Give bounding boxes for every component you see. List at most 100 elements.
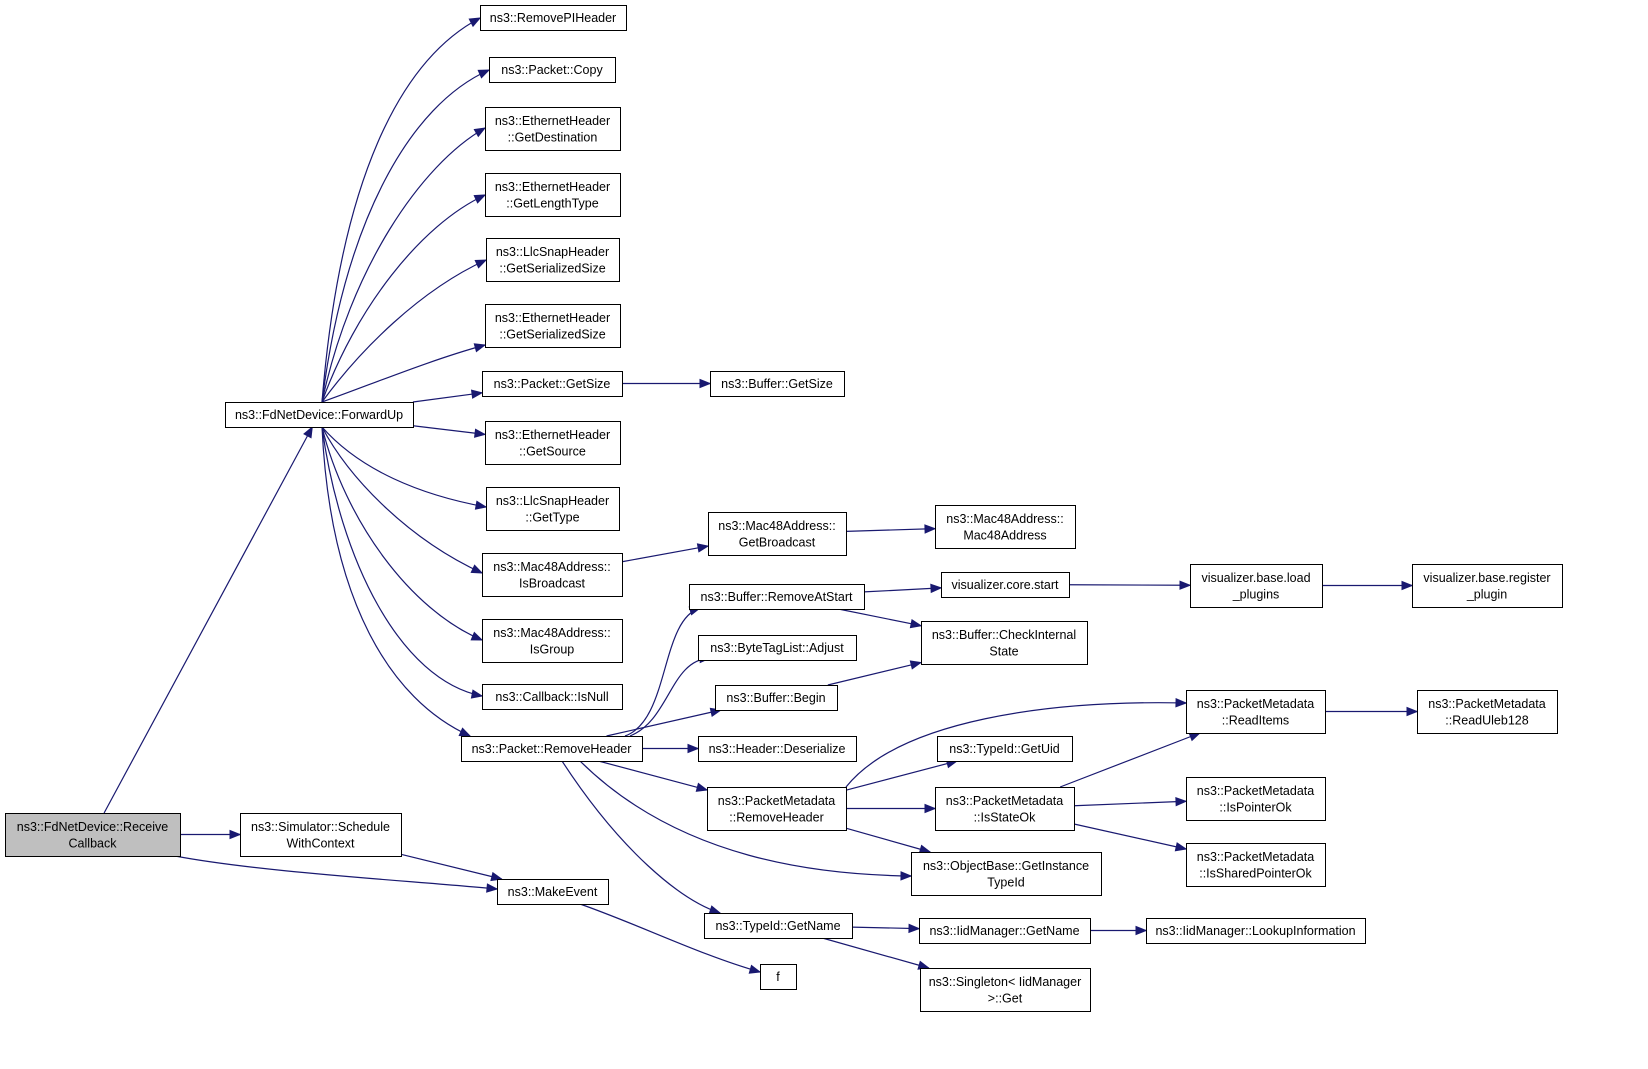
node-removeheader[interactable]: ns3::Packet::RemoveHeader [461, 736, 643, 762]
node-label: ns3::LlcSnapHeader [496, 245, 609, 259]
node-bufgetsize[interactable]: ns3::Buffer::GetSize [710, 371, 845, 397]
node-label: ns3::RemovePIHeader [490, 11, 616, 25]
node-label: ns3::MakeEvent [508, 885, 598, 899]
edge-line [827, 661, 922, 686]
node-isgroup[interactable]: ns3::Mac48Address::IsGroup [482, 619, 623, 663]
arrowhead-icon [1174, 842, 1188, 852]
node-label: IsBroadcast [519, 576, 586, 590]
node-label: ns3::PacketMetadata [1428, 697, 1545, 711]
node-box [482, 371, 623, 397]
node-ispointerok[interactable]: ns3::PacketMetadata::IsPointerOk [1186, 777, 1326, 821]
arrowhead-icon [696, 543, 710, 553]
node-copy[interactable]: ns3::Packet::Copy [489, 57, 616, 83]
edge-removeatstart-to-vcorestart [863, 583, 943, 594]
node-box [1412, 564, 1563, 608]
node-readuleb[interactable]: ns3::PacketMetadata::ReadUleb128 [1417, 690, 1558, 734]
node-label: ns3::PacketMetadata [718, 794, 835, 808]
edge-line [624, 607, 701, 737]
edge-isbroadcast-to-getbroadcast [621, 543, 710, 563]
node-pktgetsize[interactable]: ns3::Packet::GetSize [482, 371, 623, 397]
node-readitems[interactable]: ns3::PacketMetadata::ReadItems [1186, 690, 1326, 734]
node-label: ::ReadUleb128 [1445, 713, 1528, 727]
arrowhead-icon [474, 428, 487, 438]
edge-line [845, 760, 958, 791]
edge-removeheader-to-getinstancetid [579, 760, 913, 881]
node-lookupinfo[interactable]: ns3::IidManager::LookupInformation [1146, 918, 1366, 944]
edge-line [845, 827, 931, 853]
arrowhead-icon [490, 871, 503, 882]
node-label: State [989, 644, 1018, 658]
node-getdest[interactable]: ns3::EthernetHeader::GetDestination [485, 107, 621, 151]
node-getbroadcast[interactable]: ns3::Mac48Address::GetBroadcast [708, 512, 847, 556]
node-makeevent[interactable]: ns3::MakeEvent [497, 879, 609, 905]
node-isbroadcast[interactable]: ns3::Mac48Address::IsBroadcast [482, 553, 623, 597]
node-isnull[interactable]: ns3::Callback::IsNull [482, 684, 623, 710]
arrowhead-icon [458, 727, 472, 737]
edge-removeheader-to-bufbegin [606, 707, 723, 737]
node-box [911, 852, 1102, 896]
node-label: ns3::IidManager::LookupInformation [1155, 924, 1355, 938]
node-ethsersize[interactable]: ns3::EthernetHeader::GetSerializedSize [485, 304, 621, 348]
node-label: ns3::PacketMetadata [1197, 850, 1314, 864]
node-vregplugin[interactable]: visualizer.base.register_plugin [1412, 564, 1563, 608]
node-removeatstart[interactable]: ns3::Buffer::RemoveAtStart [689, 584, 865, 610]
node-getsource[interactable]: ns3::EthernetHeader::GetSource [485, 421, 621, 465]
node-box [710, 371, 845, 397]
node-box [486, 238, 620, 282]
edge-line [1073, 800, 1187, 807]
node-vcorestart[interactable]: visualizer.core.start [941, 572, 1070, 598]
arrowhead-icon [695, 782, 709, 792]
node-box [225, 402, 414, 428]
edge-forwardup-to-removepi [321, 17, 482, 403]
node-iidgetname[interactable]: ns3::IidManager::GetName [919, 918, 1091, 944]
edge-getbroadcast-to-mac48ctor [845, 524, 937, 534]
edge-vcorestart-to-vloadplugins [1068, 580, 1192, 590]
node-bufbegin[interactable]: ns3::Buffer::Begin [715, 685, 838, 711]
edge-forwardup-to-copy [321, 69, 491, 403]
node-label: ns3::FdNetDevice::ForwardUp [235, 408, 403, 422]
node-f[interactable]: f [760, 964, 797, 990]
node-label: WithContext [286, 836, 355, 850]
node-getuid[interactable]: ns3::TypeId::GetUid [937, 736, 1073, 762]
node-gettype[interactable]: ns3::LlcSnapHeader::GetType [486, 487, 620, 531]
node-singletonget[interactable]: ns3::Singleton< IidManager >::Get [920, 968, 1091, 1012]
node-label: _plugin [1466, 587, 1507, 601]
node-label: ns3::Mac48Address:: [493, 626, 610, 640]
node-bytetagadjust[interactable]: ns3::ByteTagList::Adjust [698, 635, 857, 661]
edge-line [321, 426, 471, 737]
edge-pmremovehdr-to-getuid [845, 759, 959, 791]
node-llcsersize[interactable]: ns3::LlcSnapHeader::GetSerializedSize [486, 238, 620, 282]
node-forwardup[interactable]: ns3::FdNetDevice::ForwardUp [225, 402, 414, 428]
node-label: ::GetType [525, 510, 579, 524]
node-pmremovehdr[interactable]: ns3::PacketMetadata::RemoveHeader [707, 787, 847, 831]
node-deserialize[interactable]: ns3::Header::Deserialize [698, 736, 857, 762]
node-isstateok[interactable]: ns3::PacketMetadata::IsStateOk [935, 787, 1075, 831]
node-tidgetname[interactable]: ns3::TypeId::GetName [704, 913, 853, 939]
node-label: ns3::Singleton< IidManager [929, 975, 1082, 989]
node-issharedptrok[interactable]: ns3::PacketMetadata::IsSharedPointerOk [1186, 843, 1326, 887]
node-label: ns3::Packet::Copy [501, 63, 603, 77]
node-label: ns3::Packet::RemoveHeader [472, 742, 632, 756]
arrowhead-icon [918, 844, 932, 854]
edge-line [579, 903, 761, 973]
node-vloadplugins[interactable]: visualizer.base.load_plugins [1190, 564, 1323, 608]
node-label: ns3::Mac48Address:: [946, 512, 1063, 526]
node-removepi[interactable]: ns3::RemovePIHeader [480, 5, 627, 31]
node-label: _plugins [1232, 587, 1280, 601]
node-getlentype[interactable]: ns3::EthernetHeader::GetLengthType [485, 173, 621, 217]
edge-schedule-to-makeevent [400, 853, 503, 882]
edge-readitems-to-readuleb [1325, 706, 1419, 717]
arrowhead-icon [470, 631, 484, 641]
arrowhead-icon [470, 689, 484, 699]
node-mac48ctor[interactable]: ns3::Mac48Address::Mac48Address [935, 505, 1076, 549]
node-label: ns3::ByteTagList::Adjust [710, 641, 844, 655]
node-label: ns3::PacketMetadata [946, 794, 1063, 808]
arrowhead-icon [473, 127, 487, 138]
node-box [689, 584, 865, 610]
edge-pmremovehdr-to-isstateok [846, 803, 937, 814]
